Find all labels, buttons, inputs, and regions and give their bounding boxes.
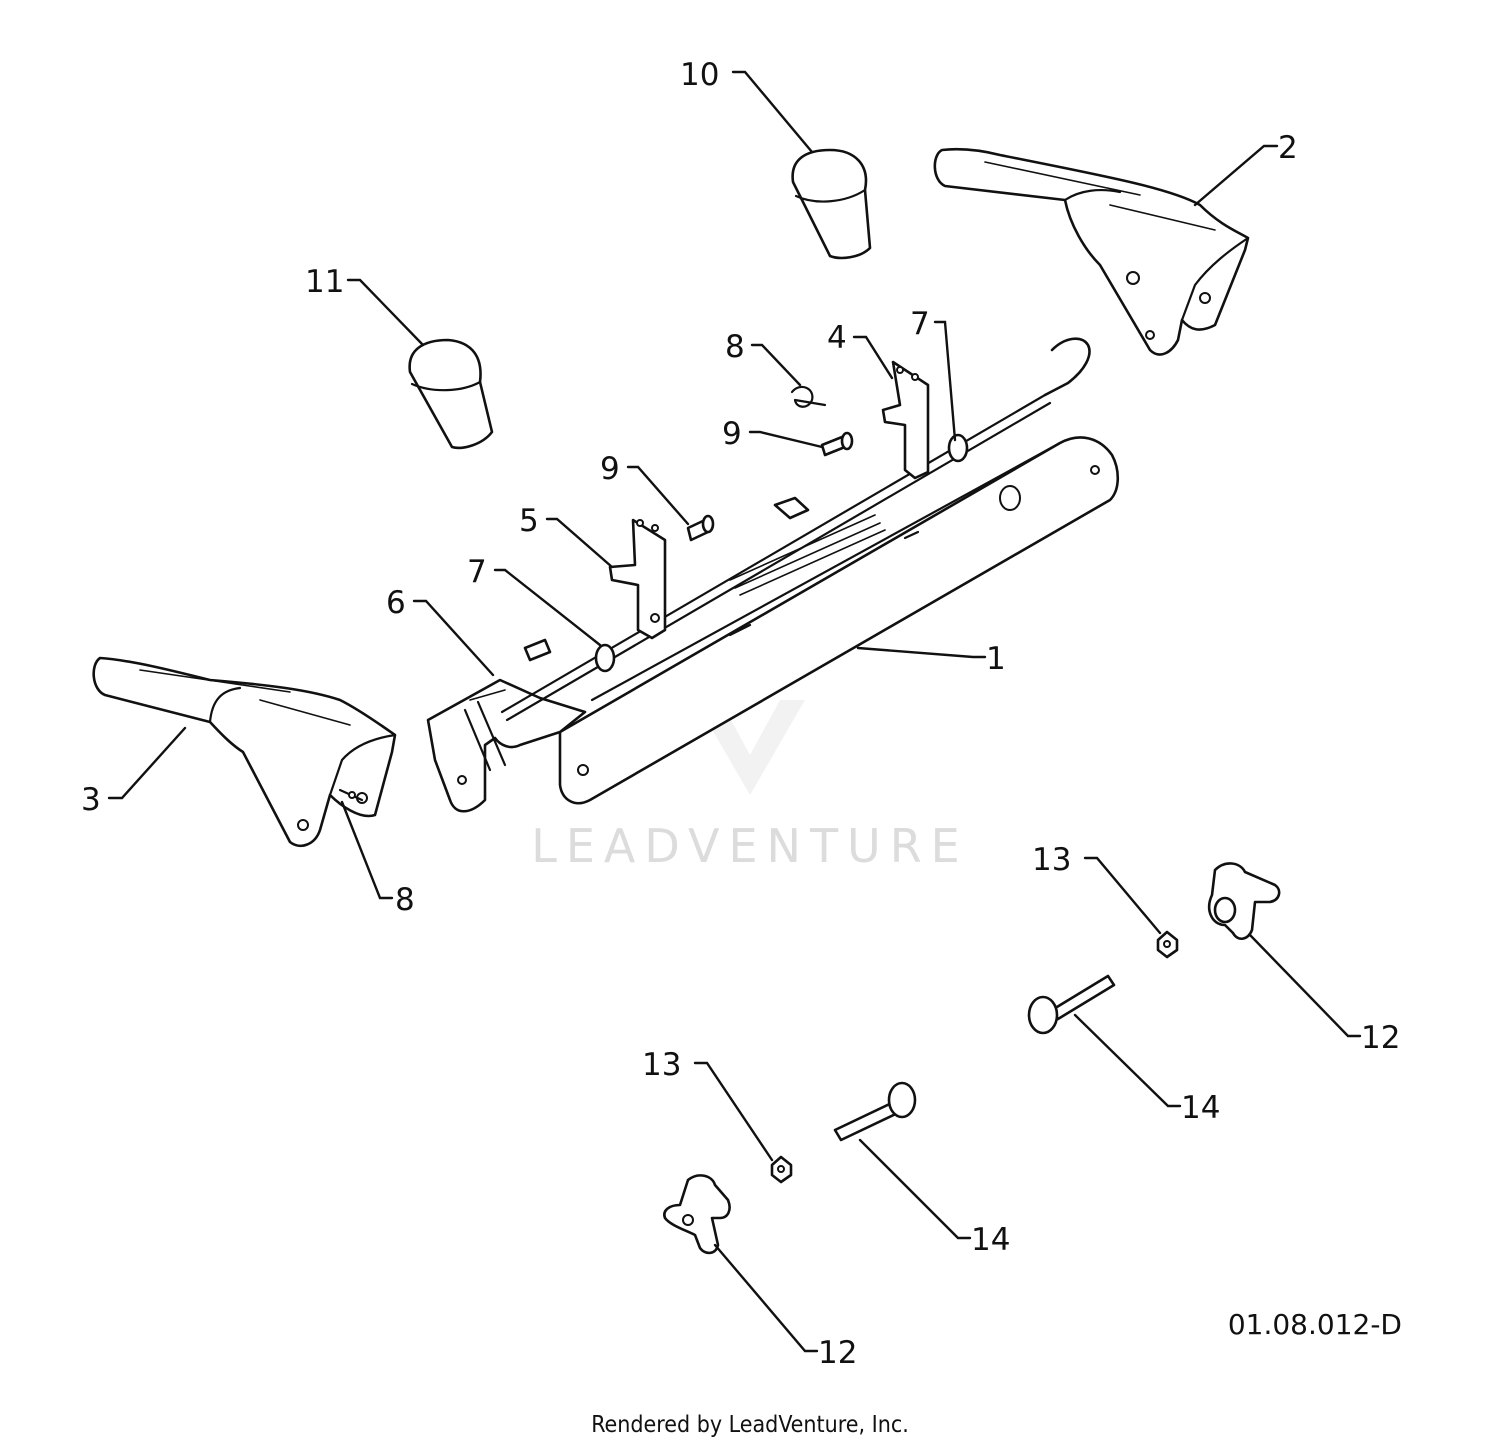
- part-tab-upper: [773, 496, 810, 520]
- part-bushing-7-right: [947, 433, 969, 463]
- callout-5: 5: [519, 503, 539, 539]
- callout-14-right: 14: [1181, 1090, 1220, 1126]
- part-tab-lower: [523, 638, 552, 662]
- part-wing-knob-12-left: [663, 1174, 731, 1255]
- part-pin-9-lower: [686, 514, 715, 542]
- callout-8-upper: 8: [725, 329, 745, 365]
- callout-6: 6: [386, 585, 406, 621]
- part-nut-13-right: [1156, 930, 1179, 959]
- leader-lines: [107, 70, 1362, 1353]
- part-bolt-14-left: [833, 1081, 917, 1142]
- part-bracket-plate-1: [558, 436, 1120, 805]
- part-lever-handle-3: [92, 656, 397, 847]
- part-nut-13-left: [770, 1155, 793, 1184]
- drawing-code: 01.08.012-D: [1228, 1308, 1402, 1341]
- part-bracket-4: [881, 360, 930, 480]
- callout-labels: 10 2 11 8 4 7 9 9 5 7 6 1 3 8 13 12 14 1…: [81, 57, 1400, 1371]
- part-bolt-14-right: [1027, 974, 1116, 1035]
- part-bracket-5: [608, 518, 667, 640]
- callout-2: 2: [1278, 130, 1298, 166]
- callout-14-left: 14: [971, 1222, 1010, 1258]
- callout-1: 1: [986, 641, 1006, 677]
- callout-7-upper: 7: [910, 306, 930, 342]
- callout-4: 4: [827, 320, 847, 356]
- part-bushing-7-left: [594, 643, 616, 673]
- watermark-text: LEADVENTURE: [531, 819, 969, 873]
- part-clip-8-lower: [338, 788, 364, 802]
- callout-9-lower: 9: [600, 451, 620, 487]
- part-lever-handle-2: [933, 147, 1250, 356]
- callout-3: 3: [81, 782, 101, 818]
- callout-10: 10: [680, 57, 719, 93]
- callout-9-upper: 9: [722, 416, 742, 452]
- callout-7-lower: 7: [467, 554, 487, 590]
- part-knob-11: [408, 338, 494, 450]
- part-wing-knob-12-right: [1207, 862, 1281, 940]
- callout-8-lower: 8: [395, 882, 415, 918]
- part-knob-10: [791, 148, 872, 260]
- callout-12-left: 12: [818, 1335, 857, 1371]
- callout-13-left: 13: [642, 1047, 681, 1083]
- footer-credit: Rendered by LeadVenture, Inc.: [591, 1412, 909, 1438]
- part-bracket-6: [426, 678, 587, 813]
- callout-12-right: 12: [1361, 1020, 1400, 1056]
- callout-11: 11: [305, 264, 344, 300]
- part-pin-9-upper: [820, 431, 854, 457]
- callout-13-right: 13: [1032, 842, 1071, 878]
- part-clip-8-upper: [790, 385, 827, 408]
